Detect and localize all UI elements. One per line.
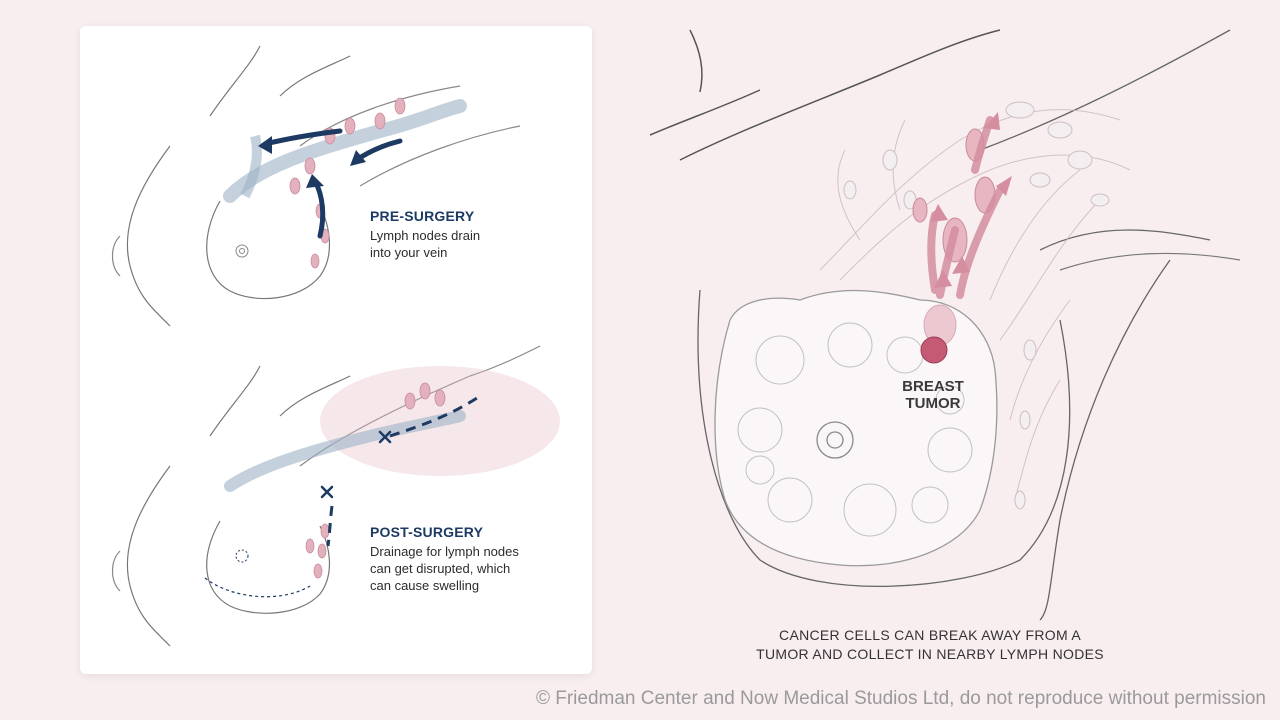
breast-tumor-label: BREAST TUMOR bbox=[888, 378, 978, 412]
pre-surgery-label: PRE-SURGERY Lymph nodes drain into your … bbox=[370, 208, 480, 261]
pre-surgery-title: PRE-SURGERY bbox=[370, 208, 480, 224]
caption-line2: TUMOR AND COLLECT IN NEARBY LYMPH NODES bbox=[700, 645, 1160, 664]
illustration-caption: CANCER CELLS CAN BREAK AWAY FROM A TUMOR… bbox=[700, 626, 1160, 664]
pre-surgery-diagram bbox=[113, 46, 521, 326]
post-surgery-desc-line2: can get disrupted, which bbox=[370, 560, 519, 577]
tumor-label-line1: BREAST bbox=[888, 378, 978, 395]
pre-surgery-desc-line2: into your vein bbox=[370, 244, 480, 261]
pre-surgery-description: Lymph nodes drain into your vein bbox=[370, 227, 480, 261]
post-surgery-label: POST-SURGERY Drainage for lymph nodes ca… bbox=[370, 524, 519, 594]
tumor-mass bbox=[921, 337, 947, 363]
post-surgery-description: Drainage for lymph nodes can get disrupt… bbox=[370, 543, 519, 594]
copyright-notice: © Friedman Center and Now Medical Studio… bbox=[536, 688, 1266, 710]
tumor-label-line2: TUMOR bbox=[888, 395, 978, 412]
post-surgery-title: POST-SURGERY bbox=[370, 524, 519, 540]
caption-line1: CANCER CELLS CAN BREAK AWAY FROM A bbox=[700, 626, 1160, 645]
post-surgery-desc-line1: Drainage for lymph nodes bbox=[370, 543, 519, 560]
pre-surgery-desc-line1: Lymph nodes drain bbox=[370, 227, 480, 244]
post-surgery-desc-line3: can cause swelling bbox=[370, 577, 519, 594]
post-surgery-diagram bbox=[113, 346, 561, 646]
surgery-comparison-card: PRE-SURGERY Lymph nodes drain into your … bbox=[80, 26, 592, 674]
